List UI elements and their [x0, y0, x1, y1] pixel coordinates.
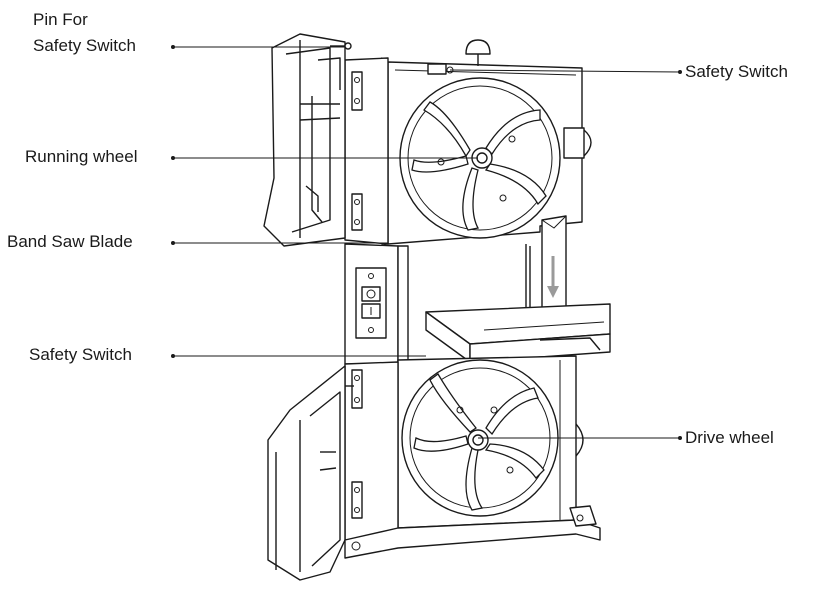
label-pin-safety-switch: Safety Switch [33, 36, 136, 55]
label-safety-switch-top: Safety Switch [685, 62, 788, 81]
blade-guard [541, 215, 567, 320]
label-pin-for: Pin For [33, 10, 88, 29]
leader-running-wheel [171, 156, 478, 160]
safety-switch-pin [330, 42, 352, 50]
upper-hinge-column [344, 57, 389, 245]
leader-drive-wheel [478, 436, 682, 440]
leader-safety-switch-top [449, 69, 682, 74]
saw-base [344, 505, 601, 559]
saw-table [425, 303, 611, 363]
lower-door [267, 365, 346, 581]
running-wheel [399, 77, 561, 239]
upper-door [263, 33, 346, 247]
leader-pin-safety-switch [171, 45, 345, 49]
leader-band-saw-blade [171, 241, 388, 245]
label-running-wheel: Running wheel [25, 147, 138, 166]
leader-safety-switch-lower [171, 354, 426, 358]
top-safety-switch [427, 63, 454, 75]
middle-column [344, 243, 409, 365]
label-safety-switch-lower: Safety Switch [29, 345, 132, 364]
band-saw-blade [525, 244, 531, 308]
label-band-saw-blade: Band Saw Blade [7, 232, 133, 251]
tension-knob [465, 39, 491, 66]
label-drive-wheel: Drive wheel [685, 428, 774, 447]
